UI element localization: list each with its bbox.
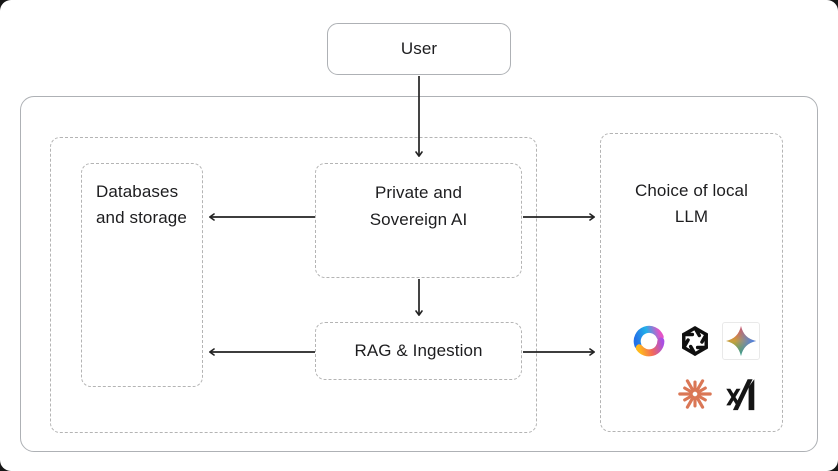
choice-llm-node-label: Choice of local LLM xyxy=(634,181,748,226)
llm-logos-row-2 xyxy=(623,375,760,413)
copilot-icon xyxy=(633,325,665,357)
user-node: User xyxy=(327,23,511,75)
databases-node-label: Databases and storage xyxy=(96,182,187,227)
rag-ingestion-node: RAG & Ingestion xyxy=(315,322,522,380)
xai-icon xyxy=(726,379,755,411)
left-dashed-group xyxy=(50,137,537,433)
claude-icon xyxy=(678,379,712,409)
private-ai-node-label: Private and Sovereign AI xyxy=(369,183,468,229)
openai-icon xyxy=(682,326,708,356)
rag-ingestion-node-label: RAG & Ingestion xyxy=(354,341,483,360)
private-ai-node: Private and Sovereign AI xyxy=(315,163,522,278)
user-node-label: User xyxy=(400,39,438,58)
databases-node: Databases and storage xyxy=(81,163,203,387)
choice-llm-node: Choice of local LLM xyxy=(600,133,783,432)
gemini-icon xyxy=(722,322,760,360)
llm-logos xyxy=(623,322,760,413)
llm-logos-row-1 xyxy=(623,322,760,360)
